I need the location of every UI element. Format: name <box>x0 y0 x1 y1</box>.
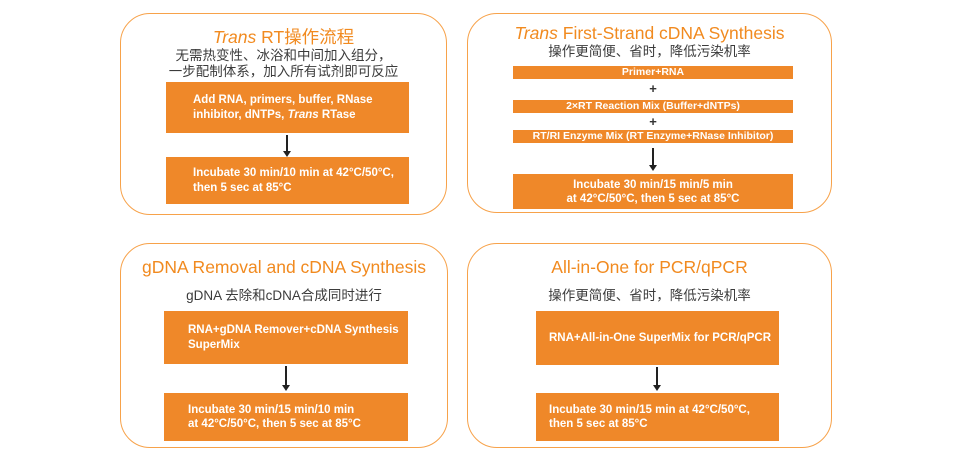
panel-first-strand-cdna: Trans First-Strand cDNA Synthesis 操作更简便、… <box>467 13 832 213</box>
arrow-head <box>649 165 657 171</box>
step-line: Incubate 30 min/10 min at 42°C/50°C, <box>193 167 394 179</box>
step-line-part: RTase <box>318 108 356 121</box>
plus-sign: + <box>649 81 657 96</box>
arrow-head <box>282 385 290 391</box>
panel-all-in-one-title: All-in-One for PCR/qPCR <box>551 257 748 277</box>
panel-gdna-subtitle: gDNA 去除和cDNA合成同时进行 <box>186 288 382 303</box>
step-line: Incubate 30 min/15 min/5 min <box>573 178 733 191</box>
panel-all-in-one: All-in-One for PCR/qPCR 操作更简便、省时，降低污染机率 … <box>467 243 832 448</box>
step-line-italic: Trans <box>287 108 319 121</box>
step-line: at 42°C/50°C, then 5 sec at 85°C <box>188 418 361 430</box>
subtitle-line: 一步配制体系，加入所有试剂即可反应 <box>168 64 399 79</box>
arrow-head <box>283 151 291 157</box>
step-line: inhibitor, dNTPs, Trans RTase <box>193 108 409 123</box>
step-line: RNA+All-in-One SuperMix for PCR/qPCR <box>549 331 772 344</box>
step-line: then 5 sec at 85°C <box>193 181 292 194</box>
title-italic-trans: Trans <box>514 23 558 43</box>
arrow-shaft <box>656 367 658 385</box>
panel-first-strand-subtitle: 操作更简便、省时，降低污染机率 <box>548 44 751 59</box>
subtitle-line: 无需热变性、冰浴和中间加入组分， <box>175 48 392 63</box>
step-line: Add RNA, primers, buffer, RNase <box>193 94 373 106</box>
component-bar-primer-rna: Primer+RNA <box>513 66 793 79</box>
step-line: then 5 sec at 85°C <box>549 418 648 430</box>
plus-sign: + <box>649 114 657 129</box>
step-line: RNA+gDNA Remover+cDNA Synthesis <box>188 324 399 336</box>
panel-first-strand-title: Trans First-Strand cDNA Synthesis <box>468 23 831 44</box>
step-line: Incubate 30 min/15 min at 42°C/50°C, <box>549 403 750 416</box>
title-italic-trans: Trans <box>212 27 257 47</box>
panel-gdna-removal: gDNA Removal and cDNA Synthesis gDNA 去除和… <box>120 243 448 448</box>
step-line: at 42°C/50°C, then 5 sec at 85°C <box>566 192 740 205</box>
panel-trans-rt: Trans RT操作流程 无需热变性、冰浴和中间加入组分， 一步配制体系，加入所… <box>120 13 447 215</box>
panel-gdna-title: gDNA Removal and cDNA Synthesis <box>141 257 427 277</box>
step-box-incubate: Incubate 30 min/10 min at 42°C/50°C, the… <box>166 157 409 204</box>
panel-trans-rt-title: Trans RT操作流程 <box>121 24 446 49</box>
step-line: SuperMix <box>188 338 240 351</box>
arrow-shaft <box>285 366 287 385</box>
step-line-part: inhibitor, dNTPs, <box>193 108 288 121</box>
step-box-supermix: RNA+gDNA Remover+cDNA Synthesis SuperMix <box>164 311 408 364</box>
step-box-all-in-one-supermix: RNA+All-in-One SuperMix for PCR/qPCR <box>536 311 779 365</box>
title-rest: First-Strand cDNA Synthesis <box>557 23 785 43</box>
arrow-head <box>653 385 661 391</box>
step-box-incubate: Incubate 30 min/15 min/10 min at 42°C/50… <box>164 393 408 441</box>
title-rest: RT操作流程 <box>256 27 355 47</box>
component-bar-rt-ri-enzyme-mix: RT/RI Enzyme Mix (RT Enzyme+RNase Inhibi… <box>513 130 793 143</box>
step-box-incubate: Incubate 30 min/15 min/5 min at 42°C/50°… <box>513 174 793 209</box>
arrow-shaft <box>286 135 288 151</box>
step-box-add-reagents: Add RNA, primers, buffer, RNase inhibito… <box>166 82 409 133</box>
panel-trans-rt-subtitle: 无需热变性、冰浴和中间加入组分， 一步配制体系，加入所有试剂即可反应 <box>121 48 446 80</box>
panel-all-in-one-subtitle: 操作更简便、省时，降低污染机率 <box>548 288 751 303</box>
arrow-shaft <box>652 148 654 165</box>
step-box-incubate: Incubate 30 min/15 min at 42°C/50°C, the… <box>536 393 779 441</box>
component-bar-rt-reaction-mix: 2×RT Reaction Mix (Buffer+dNTPs) <box>513 100 793 113</box>
step-line: Incubate 30 min/15 min/10 min <box>188 403 355 416</box>
